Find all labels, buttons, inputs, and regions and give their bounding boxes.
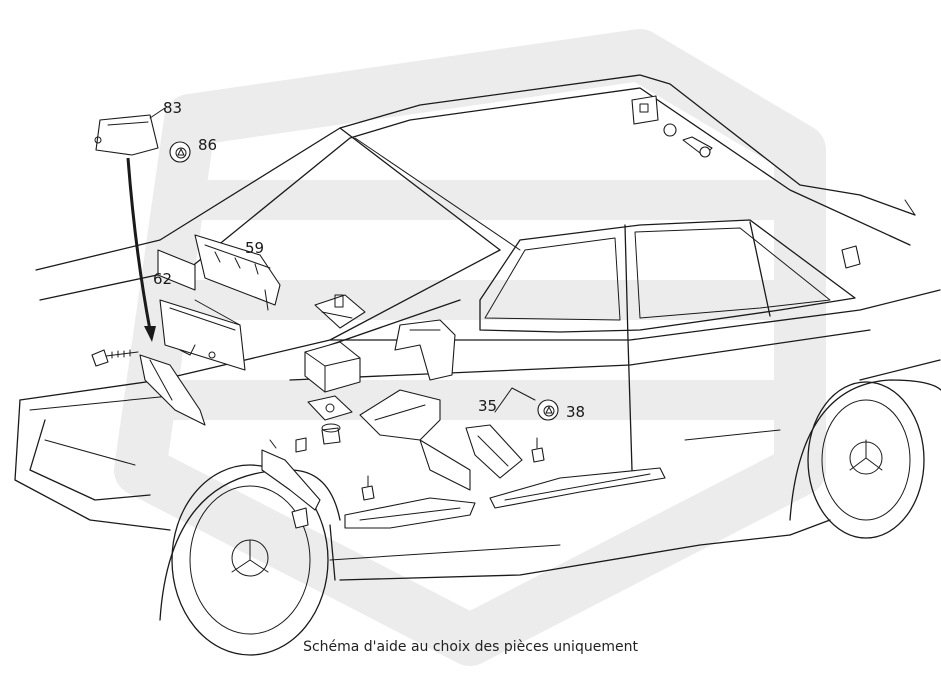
part-59-panel bbox=[157, 234, 281, 311]
clip-part-top bbox=[314, 294, 366, 329]
part-62-panel bbox=[159, 299, 246, 371]
box-part bbox=[304, 341, 361, 393]
grommet-part bbox=[321, 423, 341, 445]
top-right-clip bbox=[631, 95, 659, 125]
callout-62: 62 bbox=[153, 270, 173, 288]
sill-trim-front bbox=[344, 497, 476, 529]
rear-wheel bbox=[789, 379, 941, 539]
top-right-screw bbox=[682, 136, 713, 158]
small-clip-part bbox=[295, 437, 307, 453]
diagram-caption: Schéma d'aide au choix des pièces unique… bbox=[303, 639, 638, 655]
callout-35: 35 bbox=[478, 397, 498, 415]
left-side-trim bbox=[261, 439, 321, 529]
screw-part bbox=[91, 349, 139, 367]
callout-line-35 bbox=[494, 387, 536, 413]
push-clip-left bbox=[361, 475, 375, 501]
top-right-nut bbox=[663, 123, 677, 137]
part-38-nut bbox=[537, 399, 559, 421]
duct-channel-right bbox=[465, 424, 523, 479]
callout-59: 59 bbox=[245, 239, 265, 257]
air-duct-upper bbox=[394, 319, 456, 381]
right-clip bbox=[841, 245, 861, 269]
sill-trim-rear bbox=[489, 467, 666, 509]
front-wheel bbox=[159, 464, 341, 656]
part-83-bracket bbox=[94, 107, 166, 156]
callout-83: 83 bbox=[163, 99, 183, 117]
lower-left-bracket bbox=[139, 354, 206, 426]
callout-38: 38 bbox=[566, 403, 586, 421]
callout-86: 86 bbox=[198, 136, 218, 154]
air-duct-channel bbox=[359, 389, 471, 491]
plate-part bbox=[307, 395, 353, 421]
push-clip-right bbox=[531, 437, 545, 463]
part-86-nut bbox=[169, 141, 191, 163]
assembly-arrow bbox=[126, 157, 156, 342]
